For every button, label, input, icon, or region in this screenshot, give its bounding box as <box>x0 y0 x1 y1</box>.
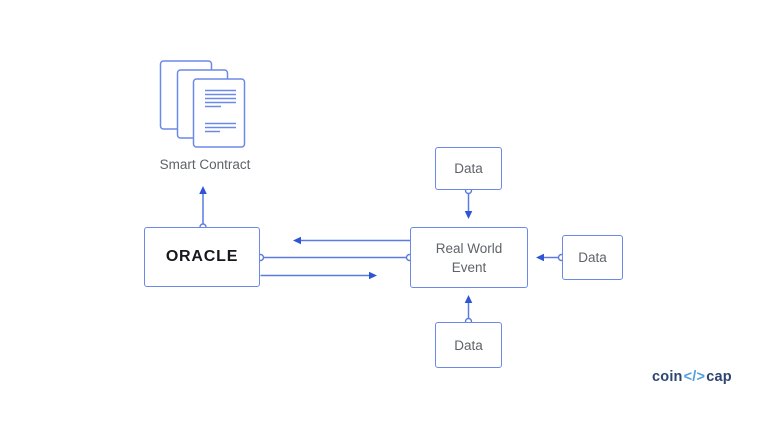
document-stack-icon <box>159 60 246 148</box>
arrow-data-top-to-event <box>464 186 473 219</box>
arrow-oracle-to-event <box>260 271 377 280</box>
data-right-label: Data <box>578 250 607 265</box>
arrow-data-right-to-event <box>536 253 566 262</box>
smart-contract-label: Smart Contract <box>159 157 251 172</box>
line-oracle-to-event <box>256 253 414 262</box>
data-top-label: Data <box>454 161 483 176</box>
coincap-logo: coin</>cap <box>652 369 732 385</box>
data-right-node: Data <box>562 235 623 280</box>
arrow-oracle-to-smart-contract <box>199 186 207 231</box>
logo-cap-text: cap <box>706 369 732 385</box>
data-top-node: Data <box>435 147 502 190</box>
real-world-event-node: Real World Event <box>410 227 528 288</box>
oracle-node: ORACLE <box>144 227 260 287</box>
data-bottom-label: Data <box>454 337 483 353</box>
arrow-data-bottom-to-event <box>464 295 473 326</box>
data-bottom-node: Data <box>435 322 502 368</box>
real-world-event-label: Real World Event <box>435 240 503 275</box>
arrow-event-to-oracle <box>293 236 410 245</box>
logo-code-brackets-icon: </> <box>683 369 706 385</box>
oracle-node-label: ORACLE <box>165 248 239 265</box>
logo-coin-text: coin <box>652 369 683 385</box>
